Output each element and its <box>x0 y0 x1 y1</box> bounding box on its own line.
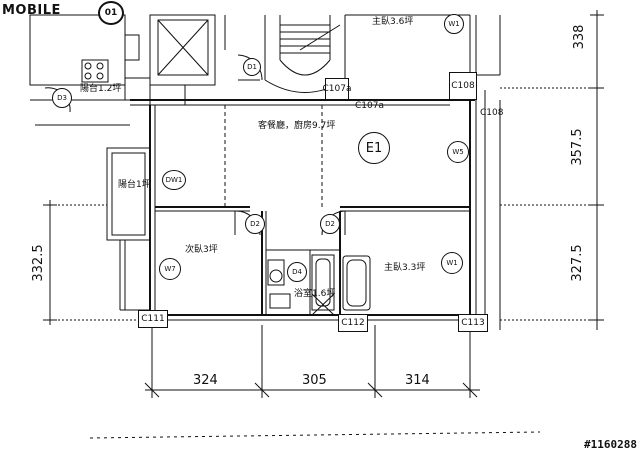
door-d2-left-tag: D2 <box>245 214 265 234</box>
column-c108-label: C108 <box>480 108 504 118</box>
dim-bottom-2: 305 <box>302 373 327 388</box>
room-master-top: 主臥3.6坪 <box>372 17 414 27</box>
room-balcony-top: 陽台1.2坪 <box>80 84 122 94</box>
dim-bottom-3: 314 <box>405 373 430 388</box>
listing-id: #1160288 <box>584 438 637 451</box>
dim-bottom-1: 324 <box>193 373 218 388</box>
room-master-bottom: 主臥3.3坪 <box>384 263 426 273</box>
door-d3-tag: D3 <box>52 88 72 108</box>
dim-right-bottom: 327.5 <box>570 244 585 282</box>
door-d2-right-tag: D2 <box>320 214 340 234</box>
column-c111: C111 <box>138 310 168 328</box>
door-dw1-tag: DW1 <box>162 170 186 190</box>
column-c108: C108 <box>449 72 477 100</box>
door-d1-tag: D1 <box>243 58 261 76</box>
column-c107a-label: C107a <box>355 101 384 111</box>
window-w5-tag: W5 <box>447 141 469 163</box>
window-w1-top-tag: W1 <box>444 14 464 34</box>
dim-right-mid: 357.5 <box>570 128 585 166</box>
mobile01-logo: MOBILE <box>2 3 61 18</box>
room-bath: 浴室1.6坪 <box>294 289 336 299</box>
plan-label-e1: E1 <box>358 132 390 164</box>
column-c113: C113 <box>458 314 488 332</box>
dim-right-top: 338 <box>572 24 587 50</box>
window-w1-bottom-tag: W1 <box>441 252 463 274</box>
dim-left: 332.5 <box>31 244 46 282</box>
column-c107a: C107a <box>323 78 352 100</box>
mobile01-badge: 01 <box>98 1 124 25</box>
column-c112: C112 <box>338 314 368 332</box>
room-second-bedroom: 次臥3坪 <box>185 245 218 255</box>
room-living: 客餐廳，廚房9.7坪 <box>258 121 336 131</box>
room-balcony-left: 陽台1坪 <box>118 180 151 190</box>
door-d4-tag: D4 <box>287 262 307 282</box>
window-w7-tag: W7 <box>159 258 181 280</box>
